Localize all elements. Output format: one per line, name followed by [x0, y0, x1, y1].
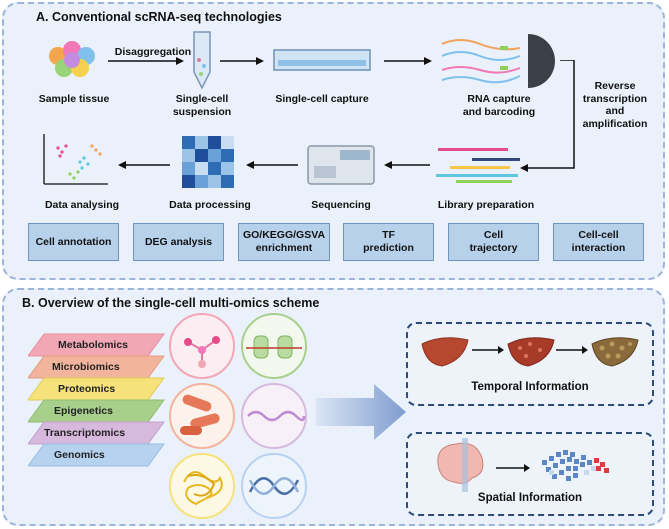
dna-icon	[241, 453, 307, 519]
scatter-icon	[43, 134, 108, 185]
layer-epigenetics: Epigenetics	[54, 405, 113, 417]
chip-icon	[273, 49, 371, 71]
arrow-temporal-1	[472, 346, 504, 354]
temporal-label: Temporal Information	[471, 381, 589, 393]
capture-label: Single-cell capture	[275, 93, 369, 105]
liver-fatty-icon	[507, 337, 555, 367]
heatmap-icon	[182, 136, 234, 188]
brain-icon	[437, 438, 484, 492]
omics-layers	[28, 333, 165, 467]
library-label: Library preparation	[437, 199, 535, 211]
sequencer-icon	[307, 145, 375, 185]
arrow-3	[384, 57, 432, 65]
arrow-4	[384, 161, 430, 169]
layer-microbiomics: Microbiomics	[52, 361, 120, 373]
layer-transcriptomics: Transcriptomics	[44, 427, 126, 439]
box-cell-cell-interaction: Cell-cell interaction	[553, 223, 644, 261]
liver-healthy-icon	[421, 337, 469, 367]
processing-label: Data processing	[169, 199, 251, 211]
spatial-label: Spatial Information	[477, 492, 583, 504]
nucleosome-icon	[241, 313, 307, 379]
arrow-1	[108, 57, 184, 65]
big-arrow	[316, 384, 406, 440]
box-cell-trajectory: Cell trajectory	[448, 223, 539, 261]
tissue-icon	[49, 41, 95, 77]
panel-b-title: B. Overview of the single-cell multi-omi…	[22, 296, 320, 310]
rna-icon	[241, 383, 307, 449]
liver-cirrhotic-icon	[591, 337, 639, 367]
layer-genomics: Genomics	[54, 449, 105, 461]
panel-a-title: A. Conventional scRNA-seq technologies	[36, 10, 282, 24]
reverse-label: Reverse transcription and amplification	[582, 80, 648, 130]
layer-metabolomics: Metabolomics	[58, 339, 129, 351]
arrow-spatial	[496, 464, 530, 472]
layer-proteomics: Proteomics	[58, 383, 116, 395]
suspension-label: Single-cell suspension	[172, 93, 232, 118]
library-icon	[436, 148, 520, 183]
arrow-6	[118, 161, 170, 169]
bead-icon	[441, 34, 555, 88]
molecule-icon	[169, 313, 235, 379]
box-cell-annotation: Cell annotation	[28, 223, 119, 261]
disaggregation-label: Disaggregation	[114, 46, 192, 58]
spatial-grid-icon	[542, 450, 609, 481]
rna-label: RNA capture and barcoding	[462, 93, 536, 118]
arrow-temporal-2	[556, 346, 588, 354]
box-tf-prediction: TF prediction	[343, 223, 434, 261]
sample-tissue-label: Sample tissue	[38, 93, 110, 105]
sequencing-label: Sequencing	[311, 199, 371, 211]
arrow-2	[220, 57, 264, 65]
arrow-elbow	[520, 60, 575, 172]
arrow-5	[246, 161, 298, 169]
tube-icon	[193, 31, 211, 90]
analysing-label: Data analysing	[44, 199, 120, 211]
bacteria-icon	[169, 383, 235, 449]
protein-icon	[169, 453, 235, 519]
box-deg-analysis: DEG analysis	[133, 223, 224, 261]
box-go-kegg-gsva: GO/KEGG/GSVA enrichment	[238, 223, 330, 261]
